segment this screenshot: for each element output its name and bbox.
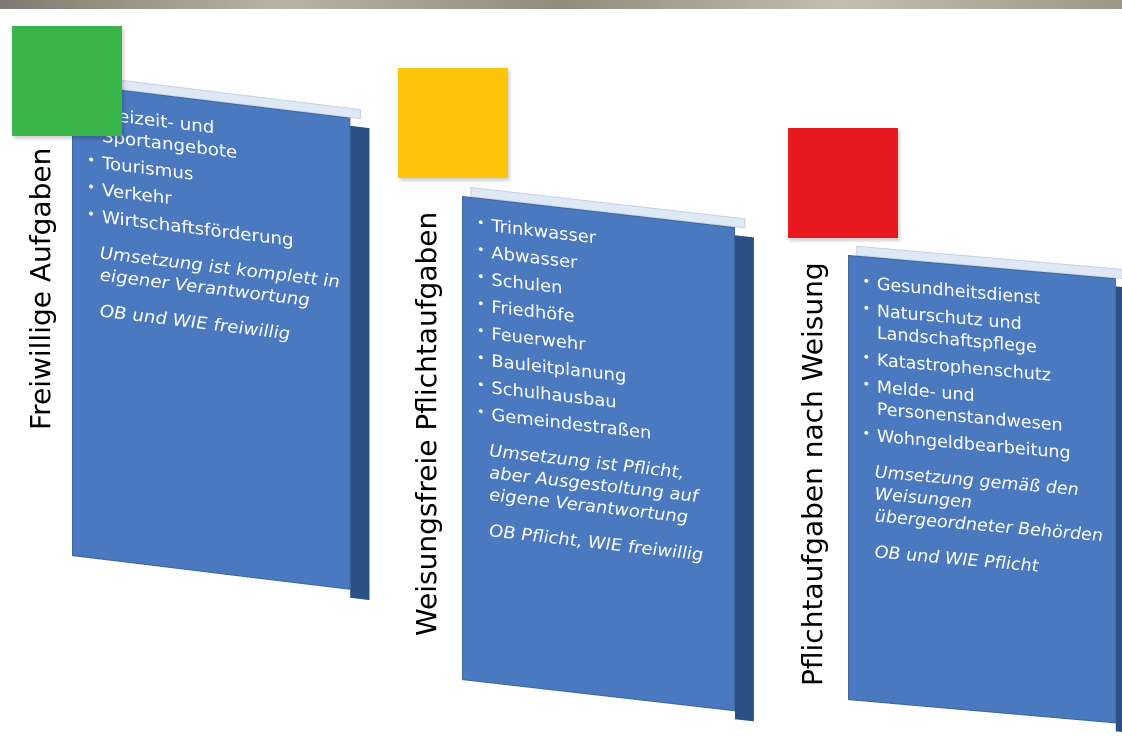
- panel-freiwillige: Freizeit- und Sportangebote Tourismus Ve…: [72, 75, 370, 601]
- panel-side: [1115, 286, 1122, 734]
- panel-content: Gesundheitsdienst Naturschutz und Landsc…: [860, 272, 1107, 584]
- column-title: Weisungsfreie Pflichtaufgaben: [410, 211, 443, 636]
- implementation-note: Umsetzung gemäß den Weisungen übergeordn…: [874, 462, 1103, 547]
- panel-pflichtaufgaben: Gesundheitsdienst Naturschutz und Landsc…: [848, 245, 1122, 734]
- red-square: [788, 128, 898, 238]
- column-title: Pflichtaufgaben nach Weisung: [796, 262, 829, 686]
- yellow-square: [398, 68, 508, 178]
- green-square: [12, 26, 122, 136]
- task-list: Trinkwasser Abwasser Schulen Friedhöfe F…: [475, 213, 727, 453]
- panel-content: Freizeit- und Sportangebote Tourismus Ve…: [85, 102, 342, 352]
- column-title: Freiwillige Aufgaben: [24, 147, 57, 430]
- top-photo-strip: [0, 0, 1122, 9]
- panel-content: Trinkwasser Abwasser Schulen Friedhöfe F…: [475, 213, 727, 569]
- panel-weisungsfreie: Trinkwasser Abwasser Schulen Friedhöfe F…: [462, 186, 754, 722]
- panel-side: [735, 235, 754, 722]
- implementation-note: Umsetzung ist Pflicht, aber Ausgestoltun…: [489, 441, 699, 528]
- task-list: Gesundheitsdienst Naturschutz und Landsc…: [860, 272, 1107, 468]
- panel-side: [350, 125, 370, 601]
